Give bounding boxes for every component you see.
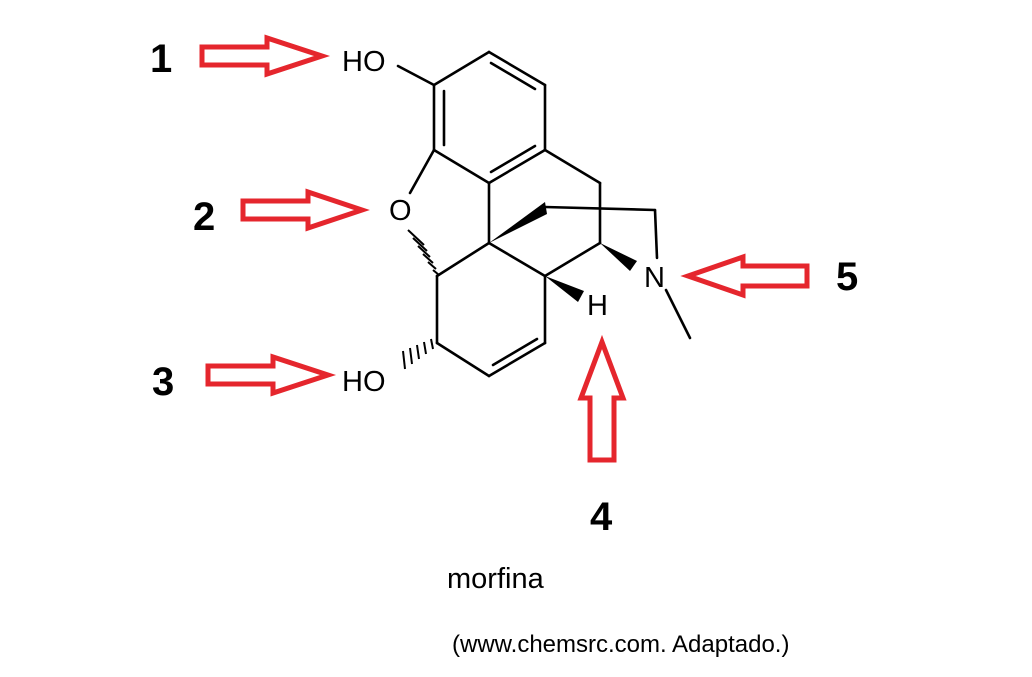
double-bond-inner <box>489 144 537 174</box>
source-citation: (www.chemsrc.com. Adaptado.) <box>452 631 789 658</box>
atom-ho-bottom: HO <box>342 366 386 398</box>
marker-number-1: 1 <box>150 37 172 81</box>
hashed-bond-oh <box>402 338 434 370</box>
arrow-5-left-icon <box>680 253 810 299</box>
wedge-bond-to-h <box>545 276 584 302</box>
bond-n-methyl <box>664 288 692 340</box>
bond-oh-top <box>396 64 436 87</box>
molecule-name: morfina <box>447 563 545 595</box>
marker-number-3: 3 <box>152 360 174 404</box>
wedge-bond <box>489 202 547 243</box>
bond-ch2-n <box>653 208 659 260</box>
bond <box>487 148 547 185</box>
bond <box>487 241 547 278</box>
double-bond-inner <box>489 61 537 91</box>
bond-bridge <box>543 205 657 212</box>
stereo-bonds <box>402 202 637 370</box>
bond <box>432 148 491 185</box>
atom-ho-top: HO <box>342 46 386 78</box>
bond <box>435 241 491 278</box>
marker-arrows <box>199 34 810 463</box>
arrow-4-up-icon <box>577 334 627 463</box>
marker-number-2: 2 <box>193 195 215 239</box>
bond <box>435 341 491 378</box>
arrow-3-right-icon <box>205 353 337 397</box>
double-bond-inner <box>491 337 539 367</box>
bond <box>432 50 491 87</box>
marker-numbers: 1 2 3 4 5 <box>150 37 858 539</box>
bond <box>487 341 547 378</box>
bond <box>543 148 602 185</box>
atom-n: N <box>644 262 665 294</box>
atom-h: H <box>587 290 608 322</box>
molecule-bonds <box>396 50 692 378</box>
wedge-bond-to-n <box>600 243 637 271</box>
marker-number-4: 4 <box>590 495 613 539</box>
bond <box>543 241 602 278</box>
arrow-1-right-icon <box>199 34 331 78</box>
arrow-2-right-icon <box>240 188 370 232</box>
atom-o-ring: O <box>389 195 412 227</box>
bond-c-o <box>408 148 436 195</box>
hashed-bond-o <box>407 229 440 276</box>
bond <box>487 50 547 87</box>
marker-number-5: 5 <box>836 255 858 299</box>
atom-labels: HO O HO H N <box>342 46 665 398</box>
